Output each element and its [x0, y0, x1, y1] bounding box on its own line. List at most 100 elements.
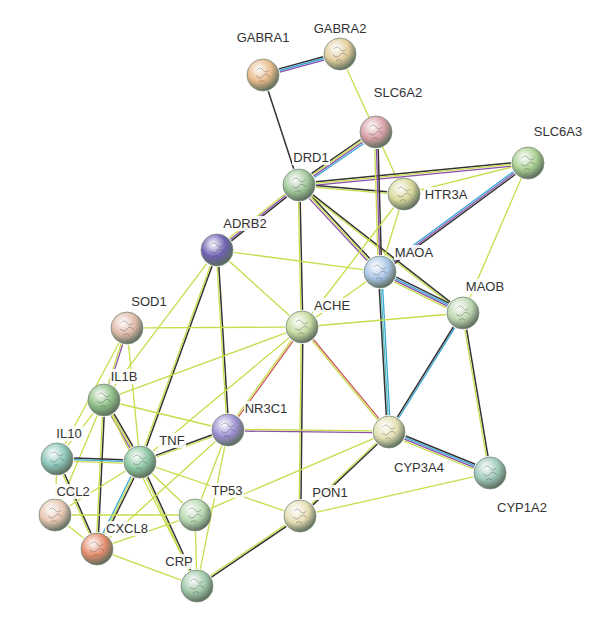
node-label: ADRB2 [222, 216, 267, 231]
node-circle [285, 310, 319, 344]
evidence-line [319, 315, 446, 326]
evidence-line [311, 197, 369, 259]
evidence-line [396, 277, 449, 303]
interaction-edge [111, 414, 133, 448]
node-circle [359, 115, 393, 149]
interaction-edge [279, 57, 324, 72]
interaction-edge [312, 340, 379, 420]
interaction-edge [120, 333, 286, 394]
node-label: CRP [164, 554, 193, 569]
protein-node: MAOA [363, 255, 397, 289]
evidence-line [211, 525, 286, 576]
evidence-line [120, 333, 286, 394]
node-label: CXCL8 [105, 521, 149, 536]
node-label: GABRA1 [236, 30, 291, 45]
evidence-line [268, 91, 293, 169]
protein-node: GABRA2 [323, 37, 357, 71]
node-circle [283, 499, 317, 533]
evidence-line [114, 414, 133, 447]
evidence-line [312, 443, 376, 504]
interaction-edge [299, 202, 303, 310]
interaction-edge [245, 429, 372, 432]
node-circle [80, 532, 114, 566]
interaction-edge [152, 474, 183, 503]
protein-node: CRP [180, 569, 214, 603]
node-label: MAOA [394, 245, 434, 260]
node-label: GABRA2 [313, 21, 368, 36]
node-label: TP53 [210, 483, 243, 498]
interaction-edge [397, 327, 454, 418]
evidence-line [144, 326, 285, 328]
interaction-edge [68, 526, 84, 539]
protein-node: IL1B [87, 383, 121, 417]
node-circle [123, 445, 157, 479]
node-label: ACHE [313, 298, 351, 313]
evidence-line [219, 267, 228, 413]
evidence-line [211, 439, 374, 509]
node-circle [110, 311, 144, 345]
evidence-line [467, 330, 488, 457]
protein-node: CXCL8 [80, 532, 114, 566]
evidence-line [245, 429, 372, 431]
protein-node: NR3C1 [211, 413, 245, 447]
node-circle [282, 168, 316, 202]
node-circle [87, 383, 121, 417]
interaction-edge [375, 149, 381, 255]
evidence-line [196, 532, 197, 569]
evidence-line [383, 289, 390, 415]
interaction-edge [394, 277, 449, 308]
protein-node: ACHE [285, 310, 319, 344]
protein-node: TP53 [178, 498, 212, 532]
node-label: IL10 [55, 426, 82, 441]
evidence-line [394, 282, 447, 308]
protein-node: IL10 [40, 442, 74, 476]
evidence-line [375, 149, 378, 255]
interaction-edge [379, 289, 389, 415]
evidence-line [153, 338, 289, 451]
node-label: SOD1 [130, 294, 167, 309]
evidence-line [396, 279, 449, 305]
interaction-edge [211, 525, 287, 577]
protein-node: PON1 [283, 499, 317, 533]
evidence-line [316, 163, 511, 182]
interaction-edge [144, 327, 285, 329]
node-circle [511, 146, 545, 180]
evidence-line [397, 327, 453, 417]
node-circle [372, 415, 406, 449]
evidence-line [72, 514, 178, 515]
evidence-line [152, 474, 183, 503]
interaction-edge [234, 252, 363, 269]
interaction-edge [268, 91, 293, 169]
node-circle [473, 456, 507, 490]
interaction-edge [196, 532, 197, 569]
node-label: CYP1A2 [496, 500, 548, 515]
evidence-line [234, 252, 363, 269]
evidence-line [113, 415, 132, 448]
node-circle [38, 498, 72, 532]
protein-node: CYP3A4 [372, 415, 406, 449]
evidence-line [280, 60, 324, 72]
protein-node: SLC6A2 [359, 115, 393, 149]
evidence-line [395, 280, 448, 306]
protein-node: SOD1 [110, 311, 144, 345]
protein-node: CYP1A2 [473, 456, 507, 490]
interaction-edge [237, 340, 293, 416]
node-circle [200, 233, 234, 267]
evidence-line [237, 340, 291, 415]
protein-node: ADRB2 [200, 233, 234, 267]
protein-node: GABRA1 [246, 58, 280, 92]
evidence-line [212, 526, 287, 577]
evidence-line [74, 461, 123, 463]
evidence-line [299, 202, 301, 310]
interaction-edge [319, 315, 446, 326]
interaction-edge [121, 404, 212, 426]
node-label: SLC6A2 [373, 85, 423, 100]
node-circle [178, 498, 212, 532]
node-circle [387, 177, 421, 211]
node-label: DRD1 [292, 150, 329, 165]
interaction-edge [74, 458, 123, 463]
interaction-edge [153, 338, 289, 451]
node-circle [40, 442, 74, 476]
interaction-edge [156, 467, 284, 510]
node-label: HTR3A [424, 187, 469, 202]
